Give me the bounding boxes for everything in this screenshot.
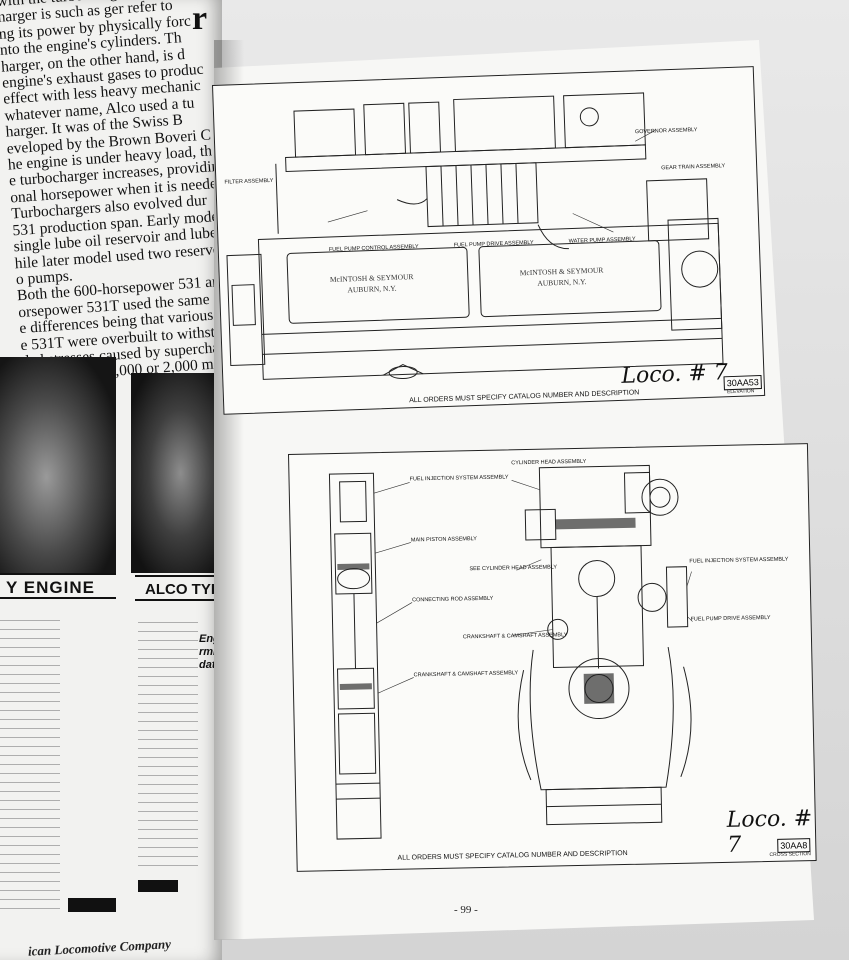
text-column-1 [0,620,60,910]
nameplate-left: McINTOSH & SEYMOUR AUBURN, N.Y. [330,271,414,296]
catalog-code-sub: ELEVATION [726,388,755,396]
engine-photo-left [0,357,116,575]
cross-section-drawing: FUEL INJECTION SYSTEM ASSEMBLY MAIN PIST… [288,443,817,872]
engine-elevation-diagram [226,92,724,380]
handwritten-note: Loco. # 7 [620,360,729,389]
left-body-text: with the turbocharger ged theharger is s… [0,0,222,403]
photo-bar [138,880,178,892]
left-footer: ican Locomotive Company [27,936,172,959]
elevation-drawing: McINTOSH & SEYMOUR AUBURN, N.Y. McINTOSH… [212,66,766,415]
page-number: - 99 - [454,904,478,916]
nameplate-right: McINTOSH & SEYMOUR AUBURN, N.Y. [520,264,604,289]
photo-caption-left: Y ENGINE [0,573,116,599]
catalog-code-sub: CROSS SECTION [769,851,811,859]
chapter-title-fragment: r [192,0,208,37]
engine-cross-section-diagram [328,464,693,840]
photo-bar [68,898,116,912]
text-column-2 [138,622,198,872]
label-main-piston: MAIN PISTON ASSEMBLY [410,536,478,544]
engine-photo-right [131,373,221,573]
photo-caption-right: ALCO TYPE D [135,575,221,601]
left-page: r with the turbocharger ged theharger is… [0,0,222,960]
